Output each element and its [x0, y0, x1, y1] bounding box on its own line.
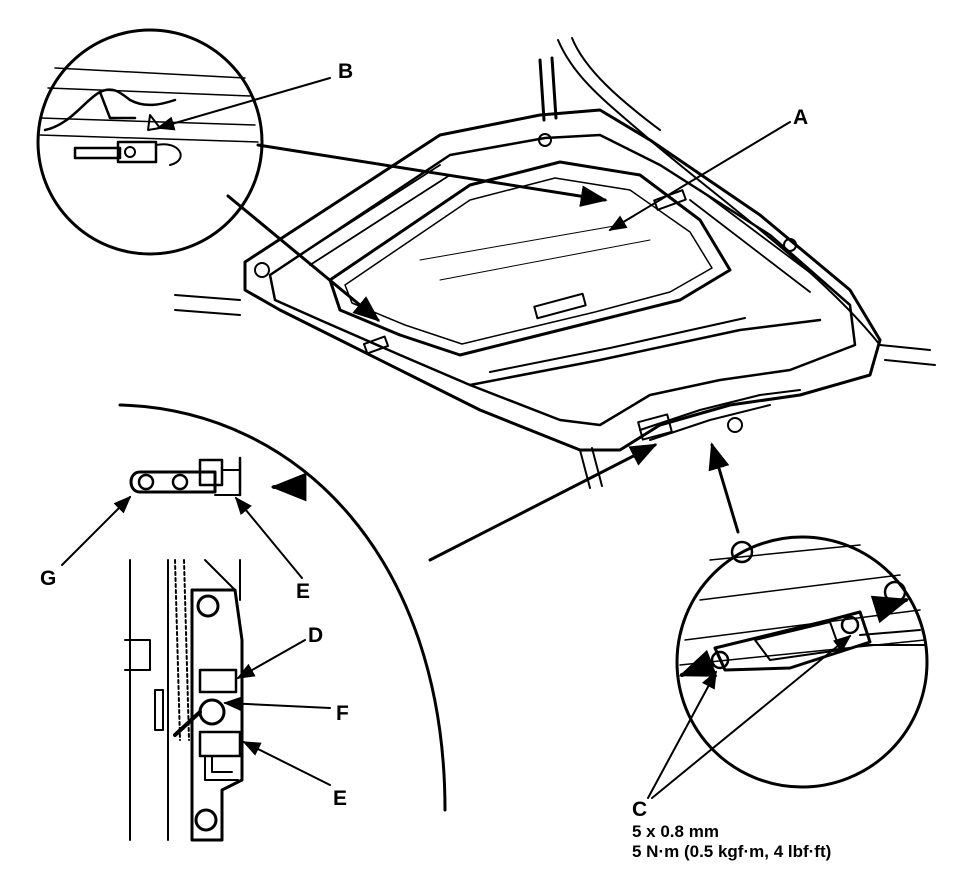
callout-e-bottom: E: [333, 787, 347, 810]
leader-g: [61, 495, 132, 566]
sunroof-frame: [174, 37, 936, 489]
leader-f: [223, 696, 331, 711]
detail-c-view: [675, 535, 929, 789]
detail-c-leader: [708, 442, 740, 534]
callout-b: B: [338, 60, 353, 83]
callout-f: F: [336, 702, 349, 725]
detail-drain-leader: [428, 443, 658, 562]
leader-a: [608, 121, 791, 231]
leader-d: [236, 639, 306, 679]
callout-g: G: [40, 567, 56, 590]
leader-b: [156, 77, 331, 131]
callout-e-top: E: [296, 580, 310, 603]
leader-e-bottom: [242, 741, 331, 786]
leader-c-right: [651, 634, 852, 799]
callout-d: D: [308, 624, 323, 647]
detail-b-leader-top: [256, 143, 608, 207]
detail-drain-view: [118, 403, 447, 842]
spec-torque: 5 N·m (0.5 kgf·m, 4 lbf·ft): [632, 842, 831, 861]
callout-c: C: [632, 798, 647, 821]
spec-bolt-size: 5 x 0.8 mm: [632, 822, 719, 841]
leader-e-top: [234, 496, 303, 579]
callout-a: A: [793, 106, 808, 129]
leader-c-left: [647, 670, 717, 799]
detail-b-view: [36, 28, 264, 256]
detail-b-leader-bottom: [226, 194, 381, 322]
